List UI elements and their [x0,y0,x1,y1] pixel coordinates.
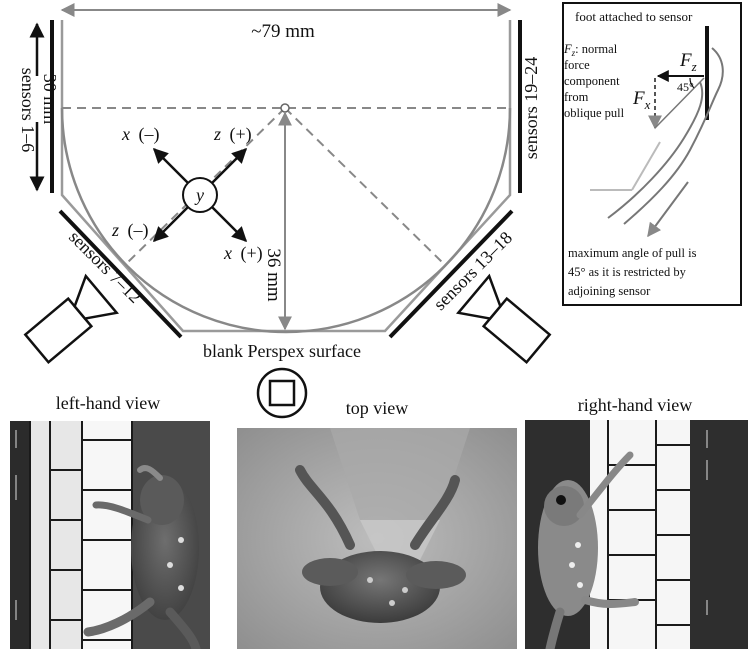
center-point [280,103,290,113]
fz-subscript: z [691,59,697,74]
sensors-1-6-label: sensors 1–6 [18,68,38,153]
height-label: 30 mm [40,74,60,125]
fz-desc-line: oblique pull [564,106,625,120]
arena-diagram: ~79 mm 36 mm 30 mm sensors 1–6 sensors 1… [18,3,552,419]
axis-x-neg-label: x [121,124,130,144]
svg-text:Fx: Fx [632,88,651,112]
sensors-19-24-label: sensors 19–24 [521,57,541,160]
left-view-photo [10,421,210,649]
arena-arc [60,107,512,334]
svg-text:x (+): x (+) [223,243,263,264]
surface-label: blank Perspex surface [203,341,361,361]
right-camera-icon [455,273,552,364]
fx-subscript: x [644,97,651,112]
fz-symbol: F [679,50,692,71]
resultant-line [654,77,705,129]
inset-note-line: 45° as it is restricted by [568,265,687,279]
top-camera-icon [256,367,308,419]
svg-text:x (–): x (–) [121,124,160,145]
foot-inset: foot attached to sensor 45° Fz Fx Fz: no… [562,2,742,306]
foot-outline [607,47,724,225]
axis-x-pos-sign: (+) [241,243,263,264]
fz-desc-sub: z [571,48,576,58]
sensor-bar-13-18 [388,209,514,339]
axis-z-neg-sign: (–) [128,220,149,241]
right-view-photo [525,420,748,649]
depth-label: 36 mm [263,248,284,302]
angle-label: 45° [677,80,694,94]
y-axis-circle [182,177,218,213]
inset-note-line: maximum angle of pull is [568,246,697,260]
top-view-photo [237,428,517,649]
right-view-title: right-hand view [578,395,692,415]
axis-z-neg-label: z [111,220,119,240]
inset-note-line: adjoining sensor [568,284,651,298]
fx-symbol: F [632,88,645,109]
axis-cross: y x (–) z (+) z (–) x (+) [111,124,263,264]
fz-desc-symbol: F [563,42,572,56]
top-view-title: top view [346,398,409,418]
left-camera-icon [23,273,120,364]
axis-x-pos-label: x [223,243,232,263]
svg-text:z (–): z (–) [111,220,149,241]
fz-desc-line: from [564,90,589,104]
angle-arc [689,77,695,89]
axis-x-neg-sign: (–) [139,124,160,145]
svg-text:z (+): z (+) [213,124,252,145]
fz-desc-suffix: : normal [575,42,618,56]
diagonal-dashed-line-right [284,107,446,266]
left-view-title: left-hand view [56,393,160,413]
svg-text:Fz: normal: Fz: normal [563,42,618,58]
width-label: ~79 mm [251,21,315,42]
fz-desc-line: component [564,74,620,88]
fz-desc-line: force [564,58,590,72]
inset-title: foot attached to sensor [575,9,693,24]
svg-text:Fz: Fz [679,50,697,74]
axis-z-pos-label: z [213,124,221,144]
pull-direction-arrow [647,181,689,238]
axis-z-pos-sign: (+) [230,124,252,145]
sensor-bar-7-12 [58,209,183,339]
axis-y-label: y [194,185,204,205]
